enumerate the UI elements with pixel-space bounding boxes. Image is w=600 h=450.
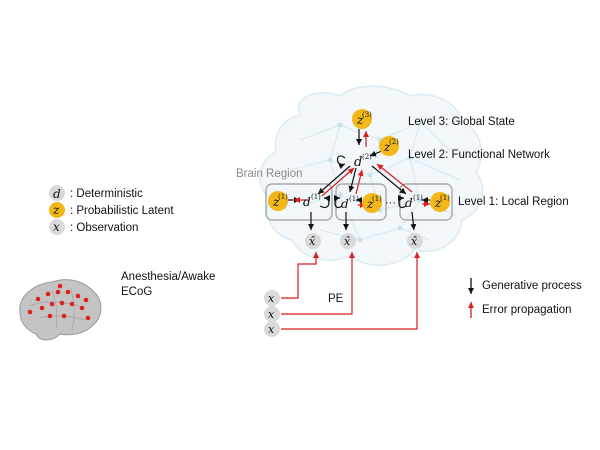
error-label: Error propagation xyxy=(482,304,572,316)
svg-text:x̂: x̂ xyxy=(344,235,351,248)
electrodes xyxy=(27,283,91,321)
svg-text:d: d xyxy=(341,197,349,211)
svg-text:z: z xyxy=(272,195,280,209)
svg-text:(2): (2) xyxy=(362,153,372,161)
svg-text:(1): (1) xyxy=(372,195,382,203)
node-xhat-b: x̂ xyxy=(340,233,356,249)
svg-text:(1): (1) xyxy=(278,193,288,201)
level-2-label: Level 2: Functional Network xyxy=(408,149,550,161)
level-3-label: Level 3: Global State xyxy=(408,116,515,128)
svg-text:d: d xyxy=(354,155,362,170)
svg-text:x: x xyxy=(268,323,275,336)
svg-text:z: z xyxy=(366,197,374,211)
data-source-line1: Anesthesia/Awake xyxy=(121,271,215,283)
svg-text:x̂: x̂ xyxy=(309,235,316,248)
svg-text:z: z xyxy=(383,140,391,154)
arrow-legend: Generative process Error propagation xyxy=(468,278,582,318)
svg-text:(3): (3) xyxy=(362,111,372,119)
generative-arrows xyxy=(288,129,430,231)
node-xhat-c: x̂ xyxy=(407,233,423,249)
svg-text:d: d xyxy=(405,196,413,210)
node-d2: d (2) xyxy=(354,153,372,170)
svg-text:x: x xyxy=(268,308,275,321)
svg-text:d: d xyxy=(53,187,61,201)
node-x-3: x xyxy=(264,321,280,337)
svg-text:x: x xyxy=(268,292,275,305)
brain-region-label: Brain Region xyxy=(236,168,302,180)
node-z3: z (3) xyxy=(352,109,372,129)
level-1-label: Level 1: Local Region xyxy=(458,196,569,208)
svg-text:(1): (1) xyxy=(413,194,423,202)
node-legend: d : Deterministic z : Probabilistic Late… xyxy=(49,185,174,235)
region-ellipsis: ··· xyxy=(385,197,396,209)
svg-text:x: x xyxy=(53,220,60,234)
svg-text:x̂: x̂ xyxy=(411,235,418,248)
error-arrows xyxy=(281,131,430,330)
region-box-2 xyxy=(335,183,387,221)
svg-text:: Observation: : Observation xyxy=(70,222,138,234)
node-xhat-a: x̂ xyxy=(305,233,321,249)
legend-latent: z : Probabilistic Latent xyxy=(49,202,174,218)
svg-text:(1): (1) xyxy=(311,193,321,201)
svg-text:d: d xyxy=(303,195,311,209)
node-z1-c: z (1) xyxy=(430,192,450,212)
node-z2: z (2) xyxy=(379,136,399,156)
node-d1-c: d (1) xyxy=(405,194,423,210)
region-box-3 xyxy=(399,183,453,221)
legend-observation: x : Observation xyxy=(49,219,138,235)
svg-text:z: z xyxy=(52,203,60,217)
svg-text:(2): (2) xyxy=(389,138,399,146)
node-d1-a: d (1) xyxy=(303,193,321,209)
pe-label: PE xyxy=(328,293,344,305)
svg-text:: Deterministic: : Deterministic xyxy=(70,188,143,200)
node-x-1: x xyxy=(264,290,280,306)
node-x-2: x xyxy=(264,306,280,322)
region-box-1 xyxy=(265,183,333,221)
svg-text:z: z xyxy=(434,196,442,210)
svg-text:(1): (1) xyxy=(440,194,450,202)
svg-text:(1): (1) xyxy=(349,195,359,203)
svg-text:z: z xyxy=(356,113,364,127)
node-d1-b: d (1) xyxy=(341,195,359,211)
brain-icon xyxy=(19,279,102,341)
generative-label: Generative process xyxy=(482,280,582,292)
legend-deterministic: d : Deterministic xyxy=(49,185,143,201)
node-z1-b: z (1) xyxy=(362,193,382,213)
svg-text:: Probabilistic Latent: : Probabilistic Latent xyxy=(70,205,174,217)
region-boxes xyxy=(265,183,453,221)
node-z1-a: z (1) xyxy=(268,191,288,211)
data-source-line2: ECoG xyxy=(121,286,152,298)
